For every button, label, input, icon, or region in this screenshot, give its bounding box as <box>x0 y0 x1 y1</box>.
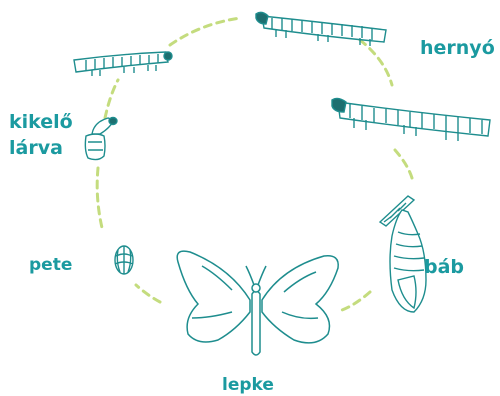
egg-illustration <box>115 246 133 274</box>
cycle-path-small-to-medium-caterpillar <box>170 18 240 45</box>
cycle-path-egg-to-hatchling <box>97 168 103 232</box>
medium-caterpillar-illustration <box>256 12 386 46</box>
cycle-path-butterfly-to-egg <box>136 285 160 302</box>
butterfly-illustration <box>177 251 338 355</box>
hatching-larva-illustration <box>85 118 117 160</box>
label-egg: pete <box>29 254 72 276</box>
cycle-path-hatchling-to-small-caterpillar <box>105 80 118 118</box>
small-caterpillar-illustration <box>74 52 172 76</box>
cycle-path-caterpillar-to-pupa <box>395 150 412 178</box>
label-hatching-larva-line2: lárva <box>9 137 63 159</box>
label-pupa: báb <box>424 256 464 278</box>
large-caterpillar-illustration <box>332 98 490 141</box>
pupa-illustration <box>380 196 426 312</box>
label-butterfly: lepke <box>222 374 274 396</box>
label-caterpillar: hernyó <box>420 37 495 59</box>
cycle-path-pupa-to-butterfly <box>342 292 370 310</box>
label-hatching-larva-line1: kikelő <box>9 111 73 133</box>
cycle-path-medium-to-large-caterpillar <box>360 40 392 85</box>
